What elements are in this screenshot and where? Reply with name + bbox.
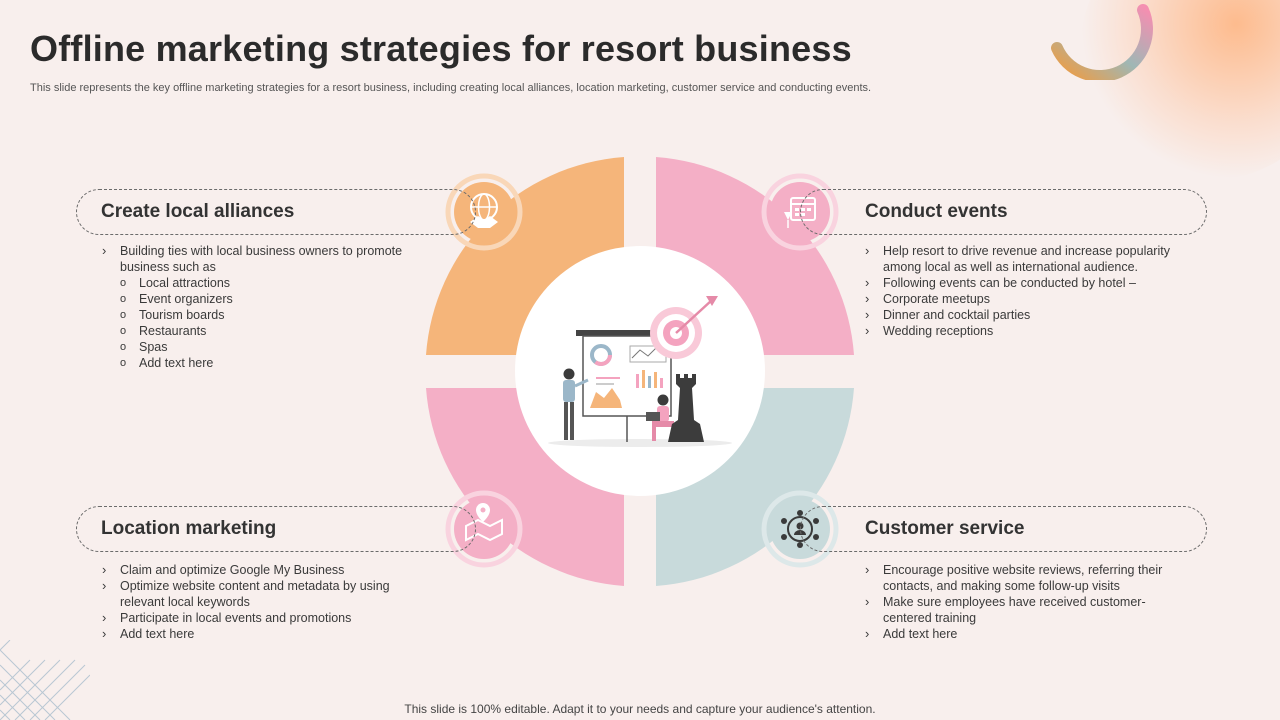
decorative-grid-pattern: [0, 640, 90, 720]
heading-label: Create local alliances: [101, 201, 295, 222]
heading-label: Location marketing: [101, 518, 277, 539]
create-local-alliances-text: Building ties with local business owners…: [100, 243, 440, 371]
slide-title: Offline marketing strategies for resort …: [30, 28, 852, 69]
list-item: Tourism boards: [100, 307, 440, 323]
list-item: Participate in local events and promotio…: [100, 610, 420, 626]
list-item: Add text here: [100, 355, 440, 371]
heading-customer-service: Customer service: [800, 506, 1207, 552]
slide-footer: This slide is 100% editable. Adapt it to…: [404, 702, 876, 716]
customer-service-text: Encourage positive website reviews, refe…: [863, 562, 1183, 642]
list-item: Add text here: [863, 626, 1183, 642]
list-item: Corporate meetups: [863, 291, 1193, 307]
conduct-events-text: Help resort to drive revenue and increas…: [863, 243, 1193, 339]
list-item: Help resort to drive revenue and increas…: [863, 243, 1193, 275]
decorative-ring: [1051, 4, 1153, 80]
list-item: Make sure employees have received custom…: [863, 594, 1183, 626]
list-item: Wedding receptions: [863, 323, 1193, 339]
slide-subtitle: This slide represents the key offline ma…: [30, 82, 872, 94]
business-strategy-illustration: [548, 296, 732, 447]
list-item: Dinner and cocktail parties: [863, 307, 1193, 323]
heading-create-local-alliances: Create local alliances: [76, 189, 476, 235]
heading-conduct-events: Conduct events: [800, 189, 1207, 235]
list-item: Claim and optimize Google My Business: [100, 562, 420, 578]
list-item: Event organizers: [100, 291, 440, 307]
heading-label: Customer service: [865, 518, 1025, 539]
heading-label: Conduct events: [865, 201, 1008, 222]
location-marketing-text: Claim and optimize Google My Business Op…: [100, 562, 420, 642]
list-item: Local attractions: [100, 275, 440, 291]
list-item: Encourage positive website reviews, refe…: [863, 562, 1183, 594]
list-item: Restaurants: [100, 323, 440, 339]
list-item: Spas: [100, 339, 440, 355]
list-item: Building ties with local business owners…: [100, 243, 440, 275]
list-item: Add text here: [100, 626, 420, 642]
list-item: Following events can be conducted by hot…: [863, 275, 1193, 291]
heading-location-marketing: Location marketing: [76, 506, 476, 552]
list-item: Optimize website content and metadata by…: [100, 578, 420, 610]
